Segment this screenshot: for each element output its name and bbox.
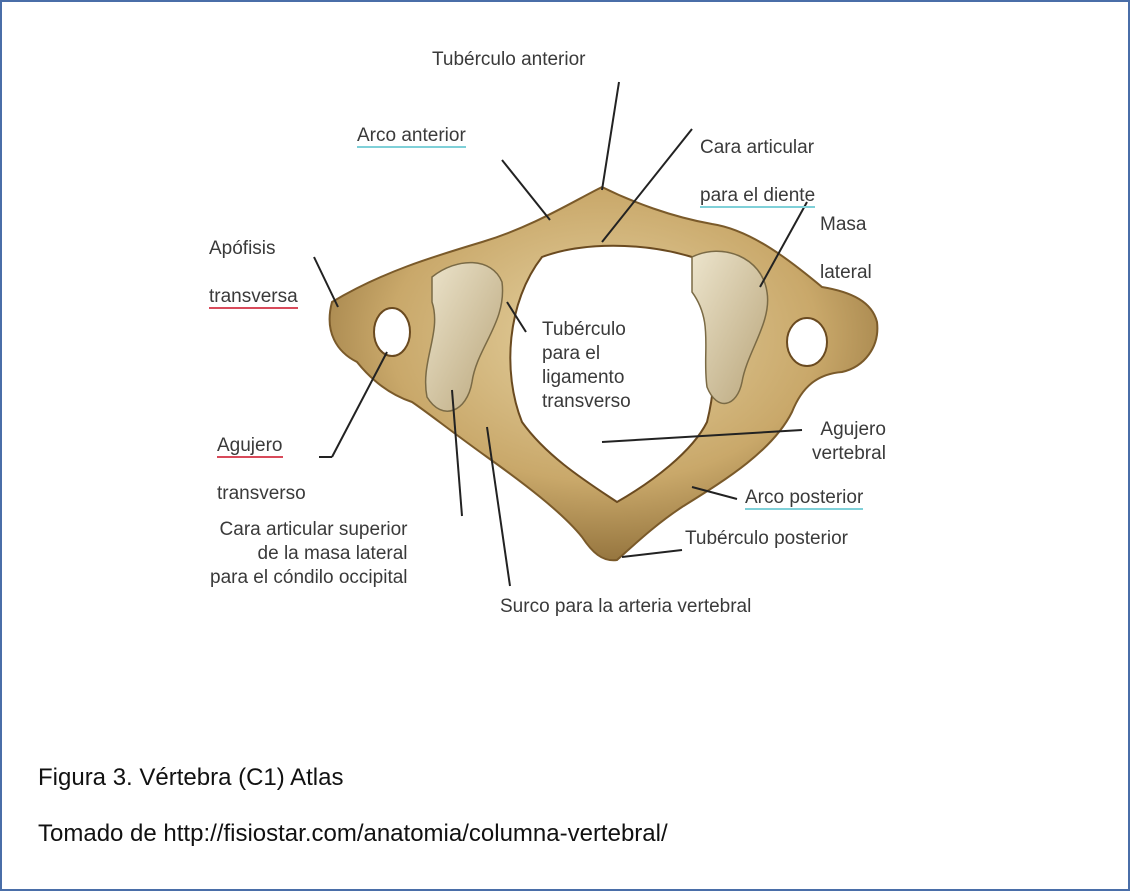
label-agujero-transverso-line1-text: Agujero [217, 435, 283, 458]
label-arco-posterior-text: Arco posterior [745, 487, 863, 510]
label-cara-articular-superior: Cara articular superior de la masa later… [210, 518, 408, 590]
label-apofisis-transversa-line1: Apófisis [209, 237, 298, 261]
label-apofisis-transversa-line2: transversa [209, 285, 298, 309]
label-apofisis-transversa: Apófisis transversa [209, 213, 298, 333]
figure-caption-source: Tomado de http://fisiostar.com/anatomia/… [38, 820, 668, 848]
label-cara-articular-diente-line1: Cara articular [700, 136, 815, 160]
label-cara-articular-diente: Cara articular para el diente [700, 112, 815, 232]
label-tuberculo-ligamento: Tubérculo para el ligamento transverso [542, 318, 631, 414]
label-agujero-transverso: Agujero transverso [217, 410, 306, 530]
label-arco-posterior: Arco posterior [745, 486, 863, 510]
label-apofisis-transversa-line2-text: transversa [209, 286, 298, 309]
label-arco-anterior: Arco anterior [357, 124, 466, 148]
right-transverse-foramen [787, 318, 827, 366]
label-masa-lateral-line1: Masa [820, 213, 872, 237]
label-agujero-transverso-line2: transverso [217, 482, 306, 506]
figure-caption-title: Figura 3. Vértebra (C1) Atlas [38, 764, 343, 792]
label-masa-lateral-line2: lateral [820, 261, 872, 285]
label-tuberculo-posterior: Tubérculo posterior [685, 527, 848, 551]
label-cara-articular-diente-line2: para el diente [700, 184, 815, 208]
label-agujero-vertebral: Agujero vertebral [812, 418, 886, 466]
label-masa-lateral: Masa lateral [820, 189, 872, 309]
label-arco-anterior-text: Arco anterior [357, 125, 466, 148]
left-transverse-foramen [374, 308, 410, 356]
label-surco-arteria: Surco para la arteria vertebral [500, 595, 751, 619]
label-tuberculo-anterior: Tubérculo anterior [432, 48, 585, 72]
label-cara-articular-diente-line2-text: para el diente [700, 185, 815, 208]
label-agujero-transverso-line1: Agujero [217, 434, 306, 458]
